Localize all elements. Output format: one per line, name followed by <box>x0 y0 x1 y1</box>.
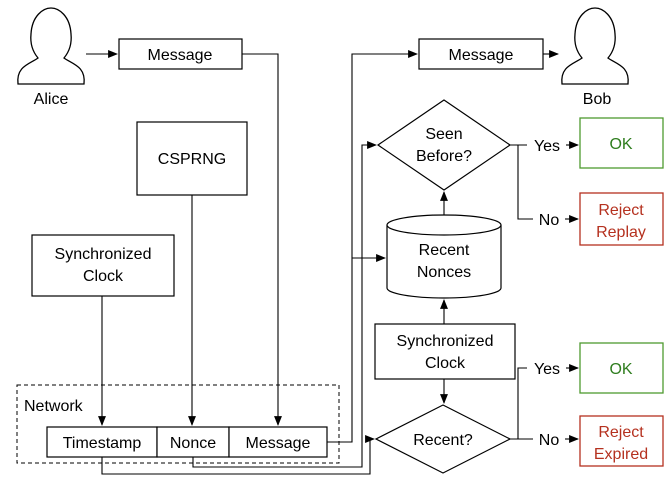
arrow-network-to-message-right <box>327 50 418 443</box>
reject-replay-box <box>579 192 664 246</box>
reject-replay-line1: Reject <box>598 202 644 219</box>
branch-seen-no-stub <box>517 145 533 220</box>
clock-box-right <box>374 323 516 380</box>
recent-decision-label: Recent? <box>413 432 473 449</box>
seen-before-decision <box>376 99 512 191</box>
clock-left-line1: Synchronized <box>55 246 152 263</box>
edge-label-yes-bottom: Yes <box>534 361 560 378</box>
bob-label: Bob <box>583 91 612 108</box>
edge-label-no-bottom: No <box>539 432 560 449</box>
reject-replay-line2: Replay <box>596 224 646 241</box>
arrow-message-to-network <box>242 53 282 426</box>
reject-expired-line1: Reject <box>598 424 644 441</box>
seen-before-line1: Seen <box>425 126 462 143</box>
message-box-right <box>418 38 544 70</box>
message-label-left: Message <box>148 47 213 64</box>
arrow-timestamp-to-recent <box>101 435 375 475</box>
network-label: Network <box>24 398 84 415</box>
ok-box-bottom <box>579 342 664 394</box>
csprng-box <box>136 121 248 196</box>
message-box-left <box>118 38 243 70</box>
nonce-field-label: Nonce <box>170 435 216 452</box>
clock-left-line2: Clock <box>83 268 124 285</box>
store-line1: Recent <box>419 242 470 259</box>
message-label-right: Message <box>449 47 514 64</box>
ok-label-bottom: OK <box>609 361 632 378</box>
bob-person-icon <box>561 7 629 85</box>
ok-box-top <box>579 117 664 169</box>
recent-decision <box>374 404 512 474</box>
alice-person-icon <box>17 7 85 85</box>
seen-before-line2: Before? <box>416 148 472 165</box>
clock-box-left <box>31 234 175 297</box>
reject-expired-line2: Expired <box>594 446 648 463</box>
csprng-label: CSPRNG <box>158 151 226 168</box>
clock-right-line1: Synchronized <box>397 333 494 350</box>
network-region <box>16 384 340 464</box>
edge-label-yes-top: Yes <box>534 138 560 155</box>
ok-label-top: OK <box>609 136 632 153</box>
clock-right-line2: Clock <box>425 355 466 372</box>
recent-nonces-store <box>386 214 502 299</box>
timestamp-field-label: Timestamp <box>63 435 142 452</box>
message-field-label: Message <box>246 435 311 452</box>
edge-label-no-top: No <box>539 212 560 229</box>
arrow-nonce-to-seen <box>192 141 377 468</box>
store-line2: Nonces <box>417 264 471 281</box>
reject-expired-box <box>579 415 664 467</box>
alice-label: Alice <box>34 91 69 108</box>
